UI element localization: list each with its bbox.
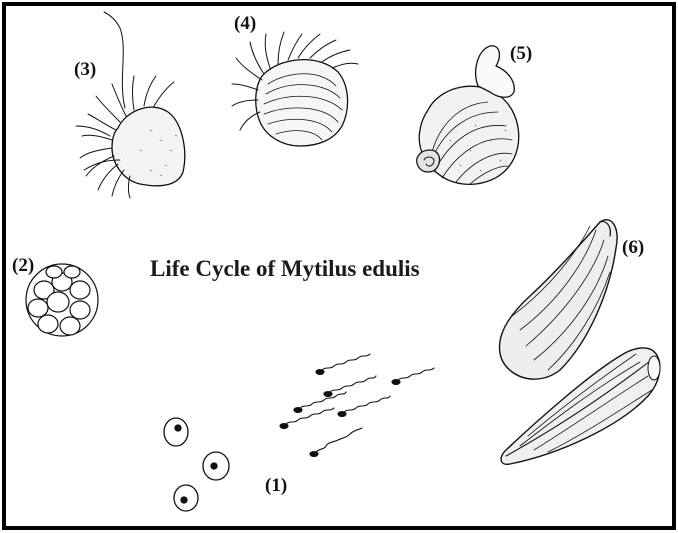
stage-label-6: (6) bbox=[622, 238, 644, 257]
spat-icon bbox=[417, 46, 519, 185]
trochophore-larva-icon bbox=[76, 12, 185, 198]
sperm-cells bbox=[280, 354, 434, 457]
stage-label-5: (5) bbox=[510, 44, 532, 63]
stage-label-2: (2) bbox=[12, 256, 34, 275]
stage-label-3: (3) bbox=[74, 60, 96, 79]
diagram-title: Life Cycle of Mytilus edulis bbox=[150, 256, 420, 282]
veliger-larva-icon bbox=[232, 32, 358, 146]
morula-icon bbox=[26, 264, 98, 336]
stage-label-1: (1) bbox=[265, 476, 287, 495]
egg-and-sperm-icon bbox=[164, 354, 434, 511]
egg-cells bbox=[164, 418, 229, 511]
stage-label-4: (4) bbox=[234, 14, 256, 33]
